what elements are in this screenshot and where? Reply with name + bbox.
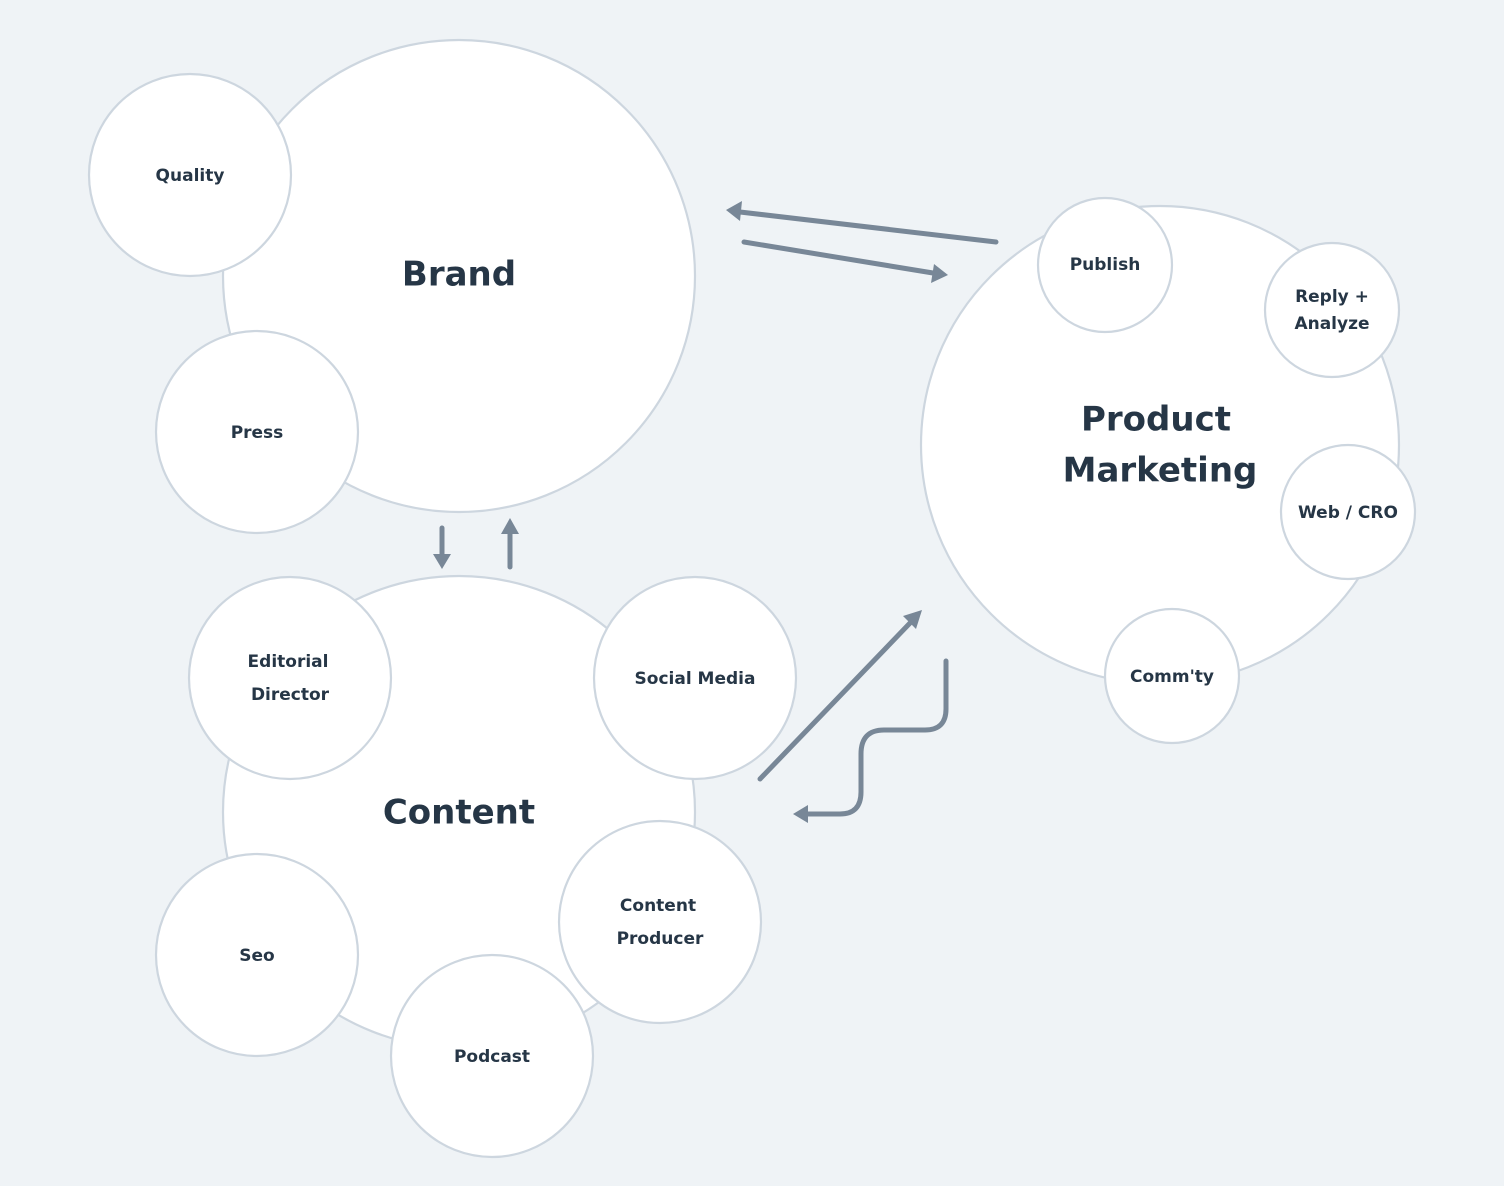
social-media-circle: [592, 575, 798, 781]
product-marketing-cluster: Product Marketing Publish Reply + Analyz…: [919, 196, 1417, 745]
publish-circle: [1036, 196, 1174, 334]
reply-analyze-label-line1: Reply +: [1295, 287, 1369, 307]
content-label: Content: [383, 793, 535, 833]
product-marketing-label-line1: Product: [1081, 400, 1231, 440]
press-circle: [154, 329, 360, 535]
seo-label: Seo: [239, 946, 274, 966]
podcast-circle: [389, 953, 595, 1159]
brand-to-content-arrow: [433, 525, 451, 569]
reply-analyze-label-line2: Analyze: [1294, 314, 1369, 334]
quality-circle: [87, 72, 293, 278]
podcast-label: Podcast: [454, 1047, 530, 1067]
content-to-product-marketing-arrow: [757, 610, 922, 782]
editorial-director-label-line2: Director: [251, 685, 330, 705]
community-label: Comm'ty: [1130, 667, 1214, 687]
product-marketing-label-line2: Marketing: [1063, 451, 1258, 491]
web-cro-circle: [1279, 443, 1417, 581]
product-marketing-to-content-arrow: [793, 658, 949, 823]
product-marketing-to-brand-arrow: [726, 201, 999, 245]
press-label: Press: [231, 423, 284, 443]
reply-analyze-circle: [1263, 241, 1401, 379]
arrows: [433, 201, 999, 823]
community-circle: [1103, 607, 1241, 745]
publish-label: Publish: [1070, 255, 1141, 275]
content-cluster: Content Editorial Director Social Media …: [154, 574, 798, 1159]
content-producer-label-line2: Producer: [617, 929, 704, 949]
brand-label: Brand: [402, 255, 516, 295]
content-producer-circle: [557, 819, 763, 1025]
content-to-brand-arrow: [501, 518, 519, 570]
brand-cluster: Brand Quality Press: [87, 38, 697, 535]
quality-label: Quality: [156, 166, 225, 186]
social-media-label: Social Media: [635, 669, 756, 689]
seo-circle: [154, 852, 360, 1058]
content-producer-label-line1: Content: [620, 896, 696, 916]
brand-to-product-marketing-arrow: [741, 239, 948, 283]
web-cro-label: Web / CRO: [1298, 503, 1398, 523]
editorial-director-label-line1: Editorial: [248, 652, 329, 672]
editorial-director-circle: [187, 575, 393, 781]
